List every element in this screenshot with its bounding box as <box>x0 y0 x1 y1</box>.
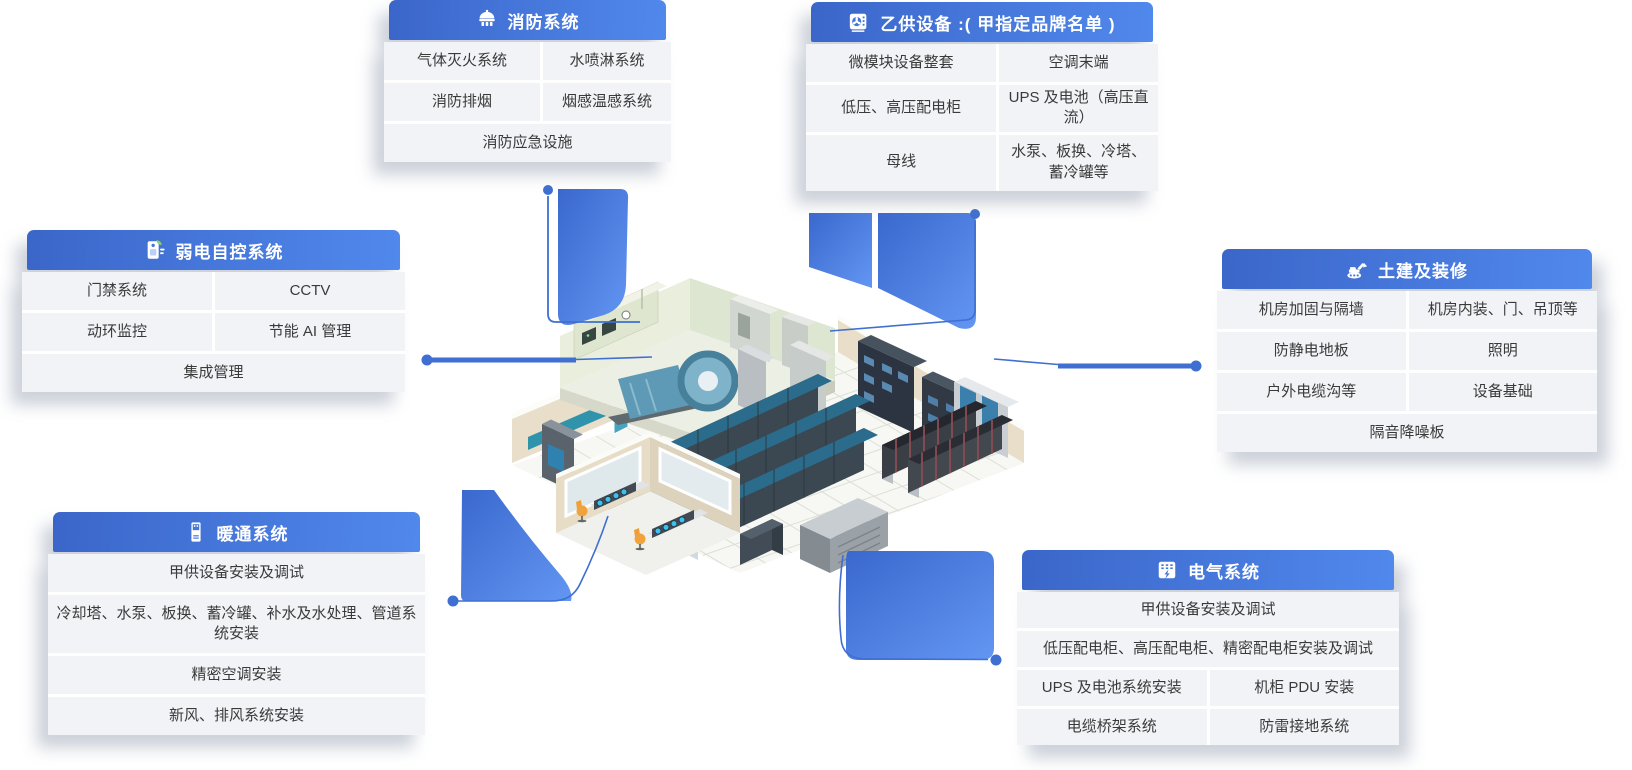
panel-title: 乙供设备 :( 甲指定品牌名单 ) <box>880 14 1116 34</box>
list-item: 水泵、板换、冷塔、蓄冷罐等 <box>999 134 1158 191</box>
list-item: CCTV <box>215 272 405 310</box>
list-item: 冷却塔、水泵、板换、蓄冷罐、补水及水处理、管道系统安装 <box>48 595 425 653</box>
list-item: 母线 <box>806 134 997 191</box>
panel-owner-supplied-header: 乙供设备 :( 甲指定品牌名单 ) <box>811 2 1153 42</box>
panel-elv-header: 弱电自控系统 <box>27 230 400 270</box>
panel-fire-system: 消防系统 气体灭火系统 水喷淋系统 消防排烟 烟感温感系统 消防应急设施 <box>384 0 671 162</box>
list-item: 机房加固与隔墙 <box>1217 291 1406 329</box>
panel-civil-works: 土建及装修 机房加固与隔墙 机房内装、门、吊顶等 防静电地板 照明 户外电缆沟等… <box>1217 249 1597 452</box>
list-item: 水喷淋系统 <box>543 42 671 80</box>
panel-elv-body: 门禁系统 CCTV 动环监控 节能 AI 管理 集成管理 <box>22 272 405 392</box>
electrical-panel-icon <box>1156 559 1178 581</box>
datacenter-illustration <box>512 273 1024 575</box>
list-item: 消防排烟 <box>384 83 541 121</box>
list-item: 低压、高压配电柜 <box>806 85 997 132</box>
list-item: 机柜 PDU 安装 <box>1209 670 1399 706</box>
list-item: 烟感温感系统 <box>543 83 671 121</box>
panel-title: 电气系统 <box>1188 562 1260 582</box>
panel-elv-system: 弱电自控系统 门禁系统 CCTV 动环监控 节能 AI 管理 集成管理 <box>22 230 405 392</box>
excavator-icon <box>1346 258 1368 280</box>
list-item: 照明 <box>1408 332 1597 370</box>
list-item: 甲供设备安装及调试 <box>48 554 425 592</box>
connector-dot-civil <box>1190 360 1202 372</box>
list-item: 电缆桥架系统 <box>1017 709 1207 745</box>
panel-hvac-system: 暖通系统 甲供设备安装及调试 冷却塔、水泵、板换、蓄冷罐、补水及水处理、管道系统… <box>48 512 425 735</box>
access-control-icon <box>144 239 166 261</box>
panel-civil-header: 土建及装修 <box>1222 249 1592 289</box>
list-item: 消防应急设施 <box>384 124 671 162</box>
fire-sprinkler-icon <box>476 9 498 31</box>
panel-owner-supplied-equipment: 乙供设备 :( 甲指定品牌名单 ) 微模块设备整套 空调末端 低压、高压配电柜 … <box>806 2 1158 191</box>
list-item: 空调末端 <box>999 44 1158 82</box>
list-item: 防雷接地系统 <box>1209 709 1399 745</box>
right-rack-rows <box>882 401 1013 498</box>
connector-dot-elv <box>421 354 433 366</box>
list-item: 门禁系统 <box>22 272 212 310</box>
list-item: 机房内装、门、吊顶等 <box>1408 291 1597 329</box>
list-item: 气体灭火系统 <box>384 42 541 80</box>
panel-electrical-system: 电气系统 甲供设备安装及调试 低压配电柜、高压配电柜、精密配电柜安装及调试 UP… <box>1017 550 1399 745</box>
panel-electrical-header: 电气系统 <box>1022 550 1394 590</box>
list-item: 甲供设备安装及调试 <box>1017 592 1399 628</box>
panel-electrical-body: 甲供设备安装及调试 低压配电柜、高压配电柜、精密配电柜安装及调试 UPS 及电池… <box>1017 592 1399 745</box>
panel-hvac-header: 暖通系统 <box>53 512 420 552</box>
panel-civil-body: 机房加固与隔墙 机房内装、门、吊顶等 防静电地板 照明 户外电缆沟等 设备基础 … <box>1217 291 1597 452</box>
panel-title: 土建及装修 <box>1378 261 1468 281</box>
chiller-unit <box>608 350 739 425</box>
connector-dot-owner <box>970 209 980 219</box>
list-item: UPS 及电池（高压直流） <box>999 85 1158 132</box>
hvac-unit-icon <box>848 11 870 33</box>
list-item: 低压配电柜、高压配电柜、精密配电柜安装及调试 <box>1017 631 1399 667</box>
panel-fire-system-header: 消防系统 <box>389 0 666 40</box>
list-item: 集成管理 <box>22 354 405 392</box>
list-item: 户外电缆沟等 <box>1217 373 1406 411</box>
list-item: 动环监控 <box>22 313 212 351</box>
connector-dot-hvac <box>447 595 459 607</box>
list-item: 设备基础 <box>1408 373 1597 411</box>
precision-ac-icon <box>185 521 207 543</box>
panel-hvac-body: 甲供设备安装及调试 冷却塔、水泵、板换、蓄冷罐、补水及水处理、管道系统安装 精密… <box>48 554 425 735</box>
panel-owner-supplied-body: 微模块设备整套 空调末端 低压、高压配电柜 UPS 及电池（高压直流） 母线 水… <box>806 44 1158 191</box>
list-item: 隔音降噪板 <box>1217 414 1597 452</box>
list-item: 精密空调安装 <box>48 656 425 694</box>
panel-title: 暖通系统 <box>216 524 289 544</box>
list-item: 微模块设备整套 <box>806 44 997 82</box>
list-item: UPS 及电池系统安装 <box>1017 670 1207 706</box>
connector-dot-electrical <box>990 654 1002 666</box>
list-item: 节能 AI 管理 <box>215 313 405 351</box>
panel-title: 弱电自控系统 <box>175 242 284 262</box>
connector-dot-fire <box>543 185 553 195</box>
list-item: 新风、排风系统安装 <box>48 697 425 735</box>
panel-title: 消防系统 <box>507 12 580 32</box>
panel-fire-system-body: 气体灭火系统 水喷淋系统 消防排烟 烟感温感系统 消防应急设施 <box>384 42 671 162</box>
list-item: 防静电地板 <box>1217 332 1406 370</box>
